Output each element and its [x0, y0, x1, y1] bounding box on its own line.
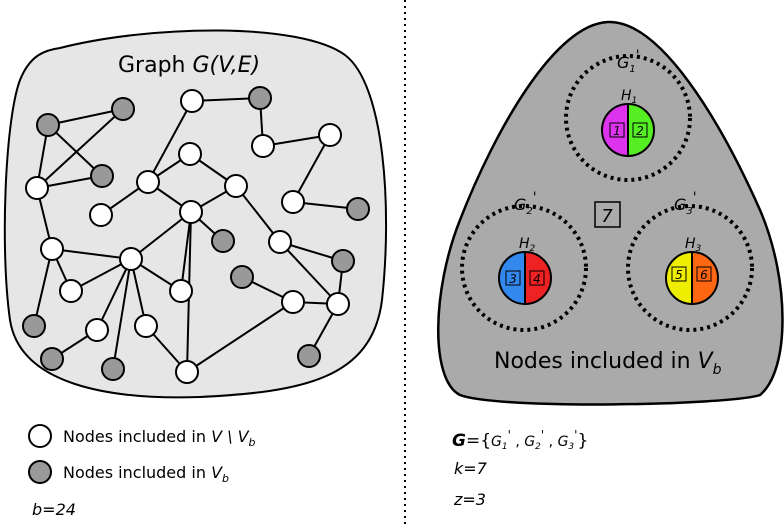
graph-node [318, 123, 342, 147]
graph-node [134, 314, 158, 338]
z-value: z=3 [453, 490, 486, 509]
legend-gray-swatch [28, 460, 52, 484]
graph-node [211, 229, 235, 253]
graph-node [268, 230, 292, 254]
graph-node [36, 113, 60, 137]
graph-node [89, 203, 113, 227]
graph-node [180, 89, 204, 113]
graph-node [59, 279, 83, 303]
graph-node [40, 237, 64, 261]
graph-node [25, 176, 49, 200]
graph-node [178, 142, 202, 166]
svg-text:H2: H2 [519, 236, 536, 254]
graph-node [224, 174, 248, 198]
svg-text:7: 7 [601, 206, 613, 227]
graph-node [90, 164, 114, 188]
graph-node [230, 265, 254, 289]
k-value: k=7 [454, 459, 488, 478]
node-6-label: 6 [700, 268, 708, 282]
group-g1: G1' H1 1 2 [564, 48, 692, 182]
graph-node [85, 318, 109, 342]
graph-node [248, 86, 272, 110]
graph-node [119, 247, 143, 271]
included-region [437, 20, 784, 406]
graph-node [251, 134, 275, 158]
graph-title: Graph G(V,E) [118, 53, 260, 78]
node-4-label: 4 [533, 272, 541, 286]
b-value: b=24 [32, 500, 76, 519]
graph-node [179, 200, 203, 224]
graph-gray-nodes [22, 86, 370, 381]
node-5-label: 5 [675, 268, 683, 282]
isolated-node-7 [594, 201, 621, 228]
graph-node [331, 249, 355, 273]
legend-gray-label: Nodes included in Vb [63, 463, 229, 485]
group-set-definition: G={G1' , G2' , G3'} [452, 428, 588, 452]
graph-node [281, 190, 305, 214]
node-1-label: 1 [613, 124, 621, 138]
node-2-label: 2 [636, 124, 644, 138]
svg-text:G2': G2' [514, 190, 537, 217]
legend-white-label: Nodes included in V \ Vb [63, 427, 256, 449]
included-caption: Nodes included in Vb [494, 349, 722, 378]
graph-white-nodes [25, 89, 350, 384]
graph-node [136, 170, 160, 194]
node-3-label: 3 [509, 272, 517, 286]
graph-node [346, 197, 370, 221]
graph-node [169, 279, 193, 303]
legend-white-swatch [28, 424, 52, 448]
graph-node [297, 344, 321, 368]
group-g2: G2' H2 3 4 [460, 190, 588, 332]
graph-node [175, 360, 199, 384]
graph-node [111, 97, 135, 121]
graph-node [40, 347, 64, 371]
graph-node [101, 357, 125, 381]
graph-node [326, 292, 350, 316]
graph-node [281, 290, 305, 314]
svg-text:G1': G1' [617, 48, 640, 75]
svg-text:H3: H3 [685, 236, 702, 254]
svg-text:G3': G3' [674, 190, 697, 217]
svg-text:H1: H1 [621, 88, 637, 106]
graph-node [22, 314, 46, 338]
group-g3: G3' H3 5 6 [626, 190, 754, 332]
